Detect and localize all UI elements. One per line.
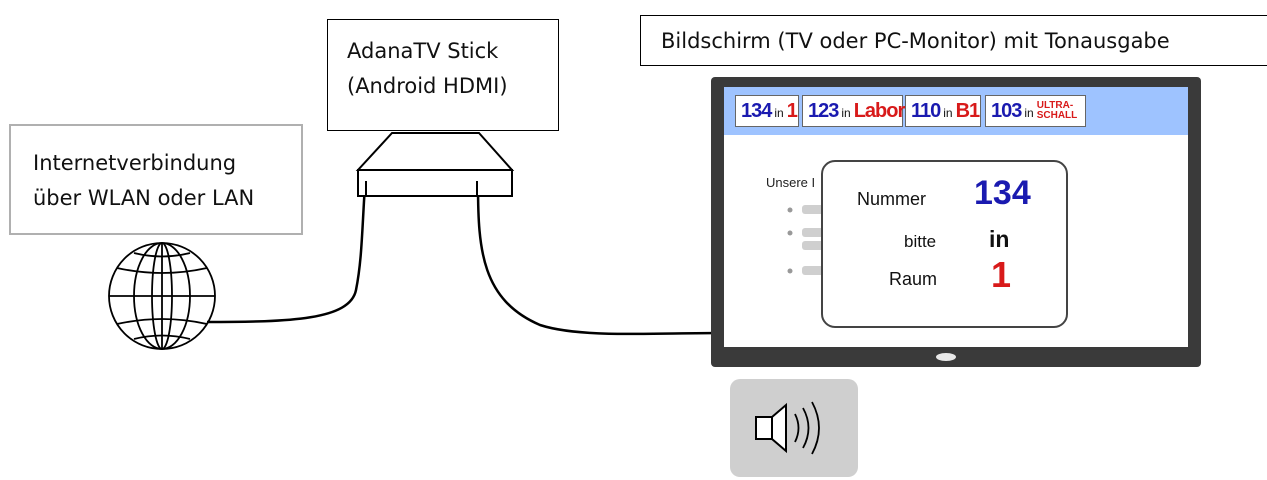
call-popup: Nummer 134 bitte in Raum 1 (821, 160, 1068, 328)
popup-bitte-label: bitte (904, 232, 937, 251)
hdmi-stick-icon (355, 132, 515, 197)
chip-destination: ULTRA- SCHALL (1037, 101, 1078, 121)
globe-icon (108, 242, 216, 350)
chip-number: 110 (911, 100, 941, 122)
call-chip-4: 103 in ULTRA- SCHALL (985, 95, 1086, 127)
cable-globe-to-stick (206, 184, 367, 324)
screen-label-box: Bildschirm (TV oder PC-Monitor) mit Tona… (640, 15, 1267, 66)
popup-nummer-label: Nummer (857, 189, 927, 209)
chip-in: in (1024, 106, 1034, 120)
chip-destination: B1 (955, 100, 981, 122)
chip-in: in (774, 106, 784, 120)
stick-label-box: AdanaTV Stick (Android HDMI) (327, 19, 559, 131)
chip-destination: 1 (786, 100, 798, 122)
internet-label-line2: über WLAN oder LAN (33, 186, 255, 210)
call-chip-1: 134 in 1 (735, 95, 799, 127)
internet-label-box: Internetverbindung über WLAN oder LAN (9, 124, 303, 235)
chip-destination: Labor (853, 100, 906, 122)
chip-destination-line1: ULTRA- (1036, 100, 1074, 111)
chip-in: in (841, 106, 851, 120)
popup-nummer-value: 134 (974, 174, 1031, 212)
chip-number: 103 (991, 100, 1022, 122)
popup-in-value: in (989, 226, 1010, 252)
screen-label: Bildschirm (TV oder PC-Monitor) mit Tona… (661, 29, 1170, 53)
popup-raum-label: Raum (889, 269, 938, 289)
screen-background-text: Unsere I (766, 175, 816, 190)
call-chip-3: 110 in B1 (905, 95, 981, 127)
speaker-icon (730, 379, 858, 477)
stick-label-line2: (Android HDMI) (347, 74, 508, 98)
chip-number: 134 (741, 100, 772, 122)
cable-stick-to-tv (476, 184, 723, 336)
internet-label-line1: Internetverbindung (33, 151, 237, 175)
chip-destination-line2: SCHALL (1036, 110, 1078, 121)
popup-raum-value: 1 (991, 254, 1012, 295)
stick-label-line1: AdanaTV Stick (347, 39, 499, 63)
call-chip-2: 123 in Labor (802, 95, 906, 127)
chip-in: in (943, 106, 953, 120)
chip-number: 123 (808, 100, 839, 122)
